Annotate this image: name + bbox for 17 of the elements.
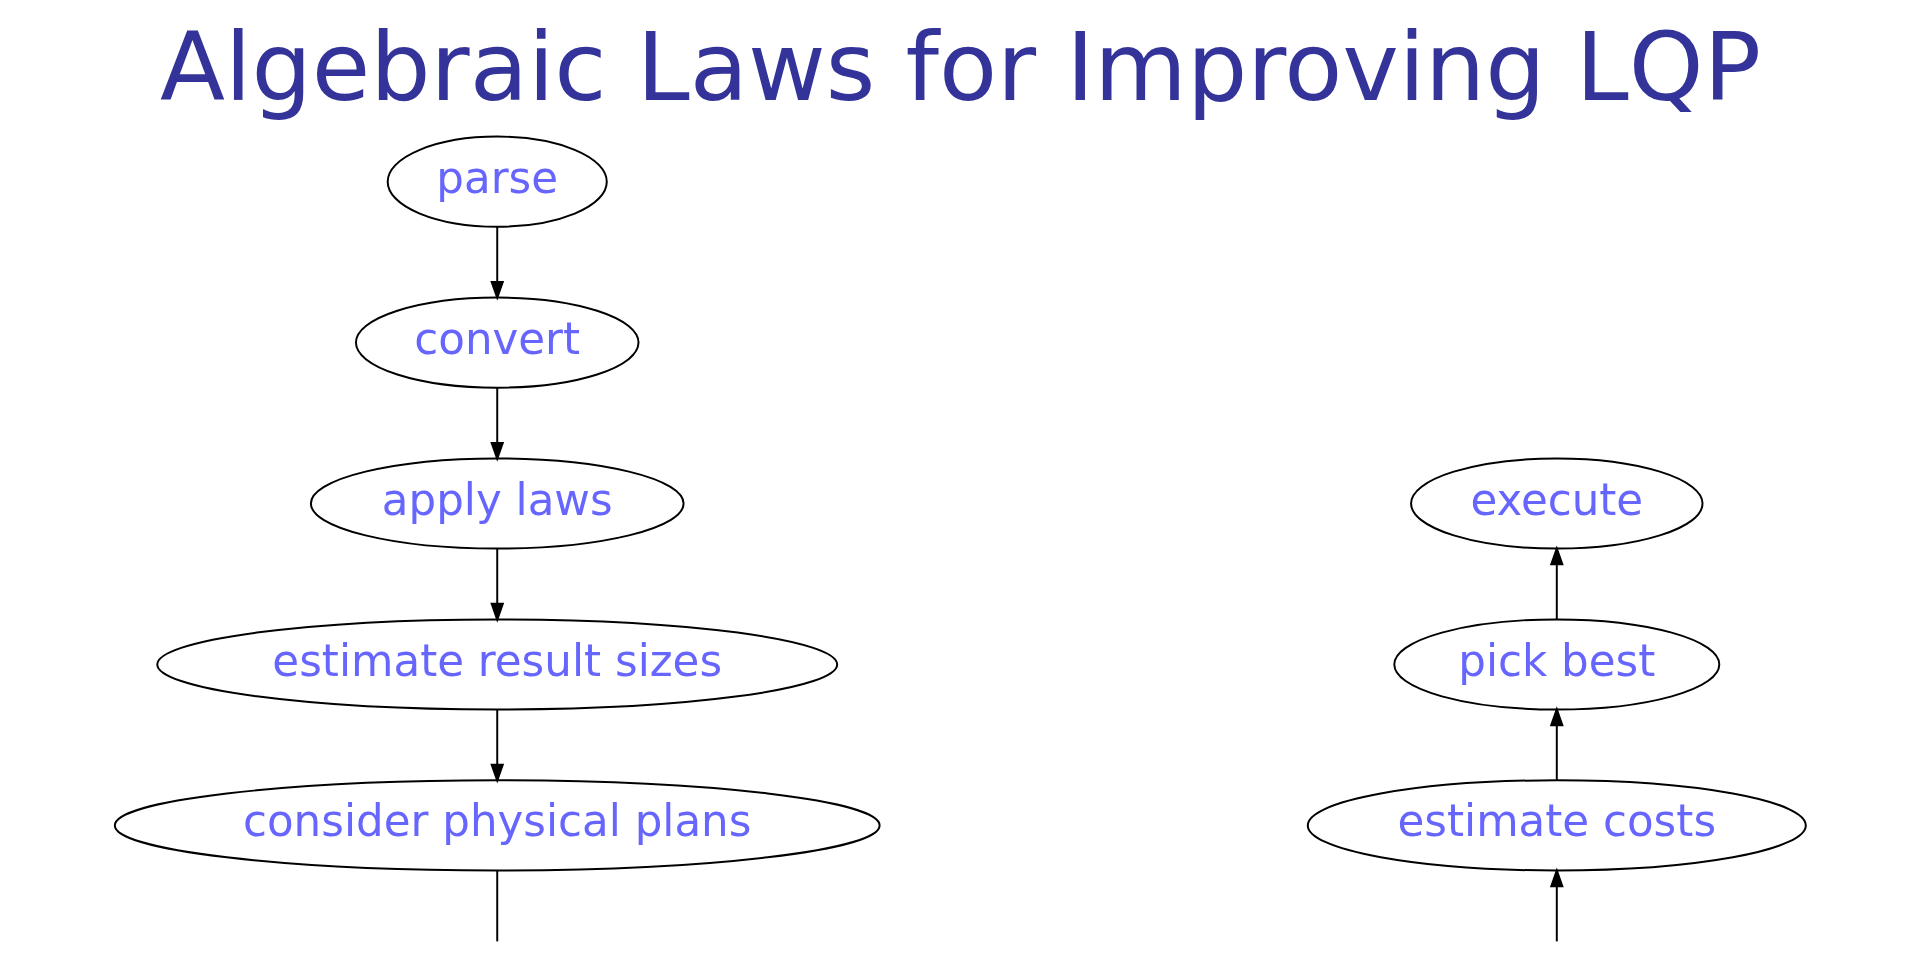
- arrow: [490, 547, 505, 623]
- node-ellipse: estimate costs: [1306, 779, 1807, 872]
- arrow: [1549, 545, 1564, 621]
- arrow: [490, 708, 505, 784]
- node-ellipse: consider physical plans: [113, 779, 881, 872]
- node-ellipse: estimate result sizes: [156, 618, 839, 711]
- arrow: [1549, 867, 1564, 943]
- node-ellipse: execute: [1410, 457, 1704, 550]
- node-ellipse: parse: [386, 135, 608, 228]
- arrow: [490, 386, 505, 462]
- node-ellipse: apply laws: [309, 457, 685, 550]
- arrow: [1549, 706, 1564, 782]
- arrow: [490, 225, 505, 301]
- node-ellipse: convert: [354, 296, 640, 389]
- diagram-title: Algebraic Laws for Improving LQP: [160, 12, 1761, 123]
- node-ellipse: pick best: [1393, 618, 1721, 711]
- connector: [496, 869, 499, 943]
